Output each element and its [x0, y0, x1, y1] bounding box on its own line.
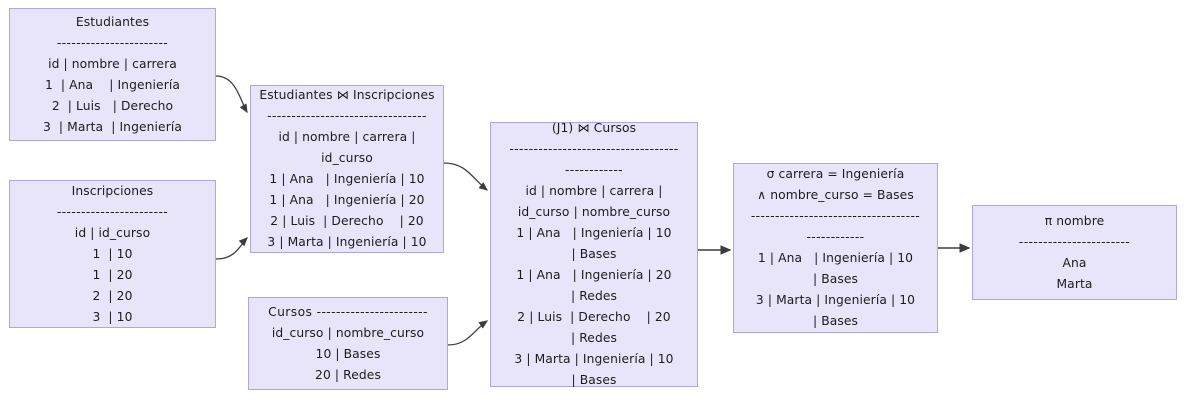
- node-join2-line-10: | Redes: [570, 331, 618, 345]
- node-estudiantes-line-3: 1 | Ana | Ingeniería: [44, 77, 181, 92]
- node-inscripciones-line-3: 1 | 10: [92, 246, 133, 261]
- node-select-line-3: ------------: [806, 230, 865, 244]
- node-select-line-1: ∧ nombre_curso = Bases: [757, 188, 914, 202]
- node-project-line-0: π nombre: [1044, 213, 1105, 228]
- node-select-line-0: σ carrera = Ingeniería: [766, 167, 905, 181]
- node-join2-line-5: 1 | Ana | Ingeniería | 10: [516, 226, 672, 240]
- node-cursos-line-3: 20 | Redes: [315, 367, 381, 382]
- node-join1-line-2: id | nombre | carrera |: [278, 130, 416, 144]
- edge-estudiantes-to-join1: [215, 75, 248, 114]
- node-projection-pi[interactable]: π nombre ----------------------- Ana Mar…: [972, 205, 1177, 300]
- node-join-j1-cursos[interactable]: (J1) ⋈ Cursos --------------------------…: [490, 121, 698, 387]
- node-estudiantes-line-4: 2 | Luis | Derecho: [51, 98, 174, 113]
- node-project-line-3: Marta: [1056, 276, 1093, 291]
- node-inscripciones[interactable]: Inscripciones ----------------------- id…: [9, 180, 216, 328]
- node-estudiantes-line-2: id | nombre | carrera: [48, 56, 177, 71]
- node-select-line-7: | Bases: [812, 314, 859, 328]
- node-selection-sigma[interactable]: σ carrera = Ingeniería ∧ nombre_curso = …: [733, 163, 938, 333]
- node-project-line-2: Ana: [1062, 255, 1087, 270]
- node-cursos[interactable]: Cursos ----------------------- id_curso …: [248, 297, 448, 390]
- node-select-line-5: | Bases: [812, 272, 859, 286]
- node-inscripciones-line-1: -----------------------: [56, 204, 169, 219]
- node-join1-line-6: 2 | Luis | Derecho | 20: [270, 214, 424, 228]
- node-estudiantes-line-1: -----------------------: [56, 35, 169, 50]
- node-estudiantes-line-5: 3 | Marta | Ingeniería: [42, 119, 183, 134]
- node-select-line-4: 1 | Ana | Ingeniería | 10: [757, 251, 914, 265]
- node-inscripciones-line-4: 1 | 20: [92, 267, 133, 282]
- node-join2-line-8: | Redes: [570, 289, 618, 303]
- node-cursos-line-0: Cursos -----------------------: [268, 304, 428, 319]
- node-join-estudiantes-inscripciones[interactable]: Estudiantes ⋈ Inscripciones ------------…: [250, 85, 444, 253]
- node-join1-line-0: Estudiantes ⋈ Inscripciones: [259, 88, 435, 102]
- node-inscripciones-line-0: Inscripciones: [71, 183, 154, 198]
- node-join2-line-1: -----------------------------------: [509, 142, 679, 156]
- edge-join1-to-join2: [443, 162, 489, 191]
- node-project-line-1: -----------------------: [1018, 234, 1131, 249]
- node-select-line-6: 3 | Marta | Ingeniería | 10: [755, 293, 916, 307]
- node-join2-line-12: | Bases: [571, 373, 617, 387]
- node-join1-line-7: 3 | Marta | Ingeniería | 10: [267, 235, 427, 249]
- node-cursos-line-1: id_curso | nombre_curso: [271, 325, 425, 340]
- node-estudiantes[interactable]: Estudiantes ----------------------- id |…: [9, 8, 216, 141]
- node-join2-line-3: id | nombre | carrera |: [525, 184, 663, 198]
- node-join2-line-4: id_curso | nombre_curso: [517, 205, 671, 219]
- node-join1-line-4: 1 | Ana | Ingeniería | 10: [269, 172, 425, 186]
- node-estudiantes-line-0: Estudiantes: [75, 14, 150, 29]
- node-inscripciones-line-6: 3 | 10: [92, 309, 133, 324]
- node-inscripciones-line-2: id | id_curso: [74, 225, 151, 240]
- node-join1-line-1: ---------------------------------: [267, 109, 427, 123]
- node-join2-line-11: 3 | Marta | Ingeniería | 10: [514, 352, 674, 366]
- node-select-line-2: -----------------------------------: [750, 209, 921, 223]
- node-join1-line-5: 1 | Ana | Ingeniería | 20: [269, 193, 425, 207]
- node-cursos-line-2: 10 | Bases: [315, 346, 381, 361]
- node-join2-line-9: 2 | Luis | Derecho | 20: [517, 310, 671, 324]
- node-join2-line-2: ------------: [564, 163, 624, 177]
- node-join2-line-0: (J1) ⋈ Cursos: [551, 121, 637, 135]
- node-inscripciones-line-5: 2 | 20: [92, 288, 133, 303]
- edge-inscripciones-to-join1: [215, 237, 248, 260]
- node-join1-line-3: id_curso: [321, 151, 373, 165]
- node-join2-line-7: 1 | Ana | Ingeniería | 20: [516, 268, 672, 282]
- edge-cursos-to-join2: [447, 320, 489, 346]
- node-join2-line-6: | Bases: [571, 247, 617, 261]
